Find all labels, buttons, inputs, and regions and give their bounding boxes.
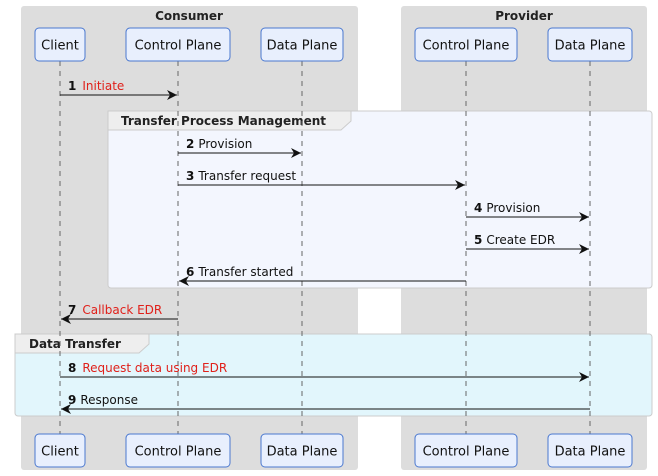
- participant-label: Control Plane: [423, 39, 510, 54]
- participant-label: Data Plane: [555, 39, 626, 54]
- group-title: Data Transfer: [29, 337, 121, 351]
- message-text: Transfer request: [197, 169, 296, 183]
- participant-bottom-consumer-data-plane: Data Plane: [260, 433, 344, 468]
- message-number: 6: [186, 265, 194, 279]
- message-1: 1 Initiate: [60, 79, 177, 100]
- message-label: 7 Callback EDR: [68, 303, 162, 317]
- group-data-transfer: Data Transfer: [14, 333, 653, 417]
- message-text: Transfer started: [197, 265, 293, 279]
- provider-box-title: Provider: [495, 9, 553, 23]
- message-label: 2 Provision: [186, 137, 252, 151]
- message-2: 2 Provision: [178, 137, 301, 158]
- message-label: 1 Initiate: [68, 79, 124, 93]
- group-title: Transfer Process Management: [121, 114, 326, 128]
- participant-label: Data Plane: [267, 445, 338, 460]
- message-text: Create EDR: [486, 233, 555, 247]
- message-number: 5: [474, 233, 482, 247]
- participant-bottom-provider-data-plane: Data Plane: [547, 433, 633, 468]
- message-text: Provision: [198, 137, 252, 151]
- message-text: Provision: [486, 201, 540, 215]
- participant-top-provider-data-plane: Data Plane: [547, 27, 633, 62]
- message-number: 8: [68, 361, 76, 375]
- participant-top-provider-control-plane: Control Plane: [414, 27, 518, 62]
- message-5: 5 Create EDR: [466, 233, 589, 254]
- message-number: 9: [68, 393, 76, 407]
- message-label: 8 Request data using EDR: [68, 361, 227, 375]
- message-number: 7: [68, 303, 76, 317]
- message-label: 9 Response: [68, 393, 138, 407]
- participant-bottom-consumer-control-plane: Control Plane: [125, 433, 231, 468]
- participant-label: Data Plane: [267, 39, 338, 54]
- message-number: 2: [186, 137, 194, 151]
- message-text: Response: [80, 393, 138, 407]
- participant-bottom-provider-control-plane: Control Plane: [414, 433, 518, 468]
- participant-bottom-consumer-client: Client: [34, 433, 86, 468]
- participant-label: Control Plane: [135, 39, 222, 54]
- participant-label: Control Plane: [135, 445, 222, 460]
- message-number: 4: [474, 201, 482, 215]
- lifelines: [59, 61, 591, 434]
- message-label: 5 Create EDR: [474, 233, 555, 247]
- group-transfer-process-management: Transfer Process Management: [107, 110, 653, 289]
- participant-top-consumer-data-plane: Data Plane: [260, 27, 344, 62]
- message-number: 3: [186, 169, 194, 183]
- participant-label: Control Plane: [423, 445, 510, 460]
- message-text: Callback EDR: [82, 303, 162, 317]
- message-9: 9 Response: [61, 393, 590, 414]
- message-text: Initiate: [82, 79, 124, 93]
- participant-top-consumer-client: Client: [34, 27, 86, 62]
- participant-label: Data Plane: [555, 445, 626, 460]
- message-8: 8 Request data using EDR: [60, 361, 589, 382]
- message-number: 1: [68, 79, 76, 93]
- message-label: 4 Provision: [474, 201, 540, 215]
- participant-label: Client: [41, 445, 79, 460]
- message-text: Request data using EDR: [82, 361, 227, 375]
- message-7: 7 Callback EDR: [61, 303, 178, 324]
- participant-label: Client: [41, 39, 79, 54]
- message-4: 4 Provision: [466, 201, 589, 222]
- consumer-box-title: Consumer: [155, 9, 223, 23]
- participant-top-consumer-control-plane: Control Plane: [125, 27, 231, 62]
